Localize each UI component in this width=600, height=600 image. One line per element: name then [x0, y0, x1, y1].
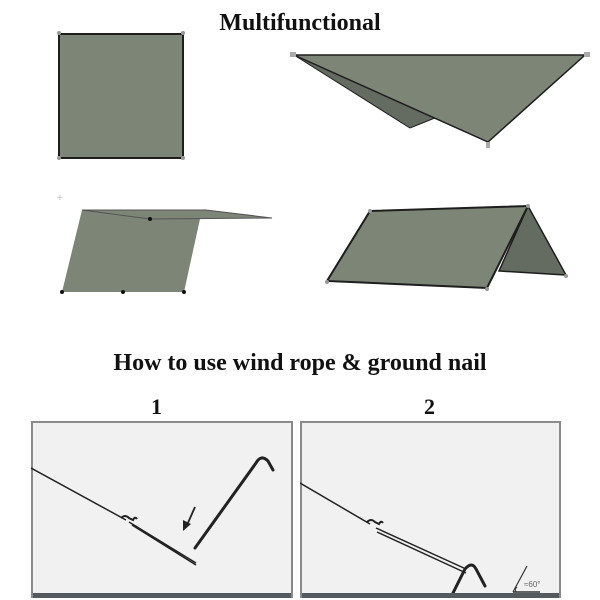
arrow-down-left-icon [183, 506, 196, 531]
angle-60-icon [512, 565, 540, 593]
section-title-multifunctional: Multifunctional [219, 10, 381, 36]
section-title-instructions: How to use wind rope & ground nail [113, 350, 487, 376]
tarp-diamond-illustration [290, 52, 590, 148]
step-number-2: 2 [424, 394, 435, 419]
step-2-illustration [300, 482, 540, 598]
tarp-awning-illustration: + [57, 193, 273, 294]
svg-text:+: + [57, 193, 63, 204]
wind-rope-icon [31, 467, 127, 521]
ground-line [33, 593, 291, 598]
wind-rope-icon [300, 482, 371, 525]
step-2-panel: ≈60° [300, 421, 561, 598]
angle-label: ≈60° [524, 580, 541, 589]
tarp-flat-square-illustration [57, 31, 185, 160]
rope-tensioner-icon [120, 515, 138, 522]
ground-line [302, 593, 559, 598]
tarp-a-frame-illustration [325, 204, 568, 291]
step-1-panel [31, 421, 293, 598]
step-number-1: 1 [151, 394, 162, 419]
rope-tensioner-icon [366, 519, 384, 526]
ground-nail-icon [193, 456, 275, 550]
tarp-configurations: + [57, 31, 590, 294]
ground-nail-icon [449, 563, 487, 598]
step-1-illustration [31, 456, 275, 566]
